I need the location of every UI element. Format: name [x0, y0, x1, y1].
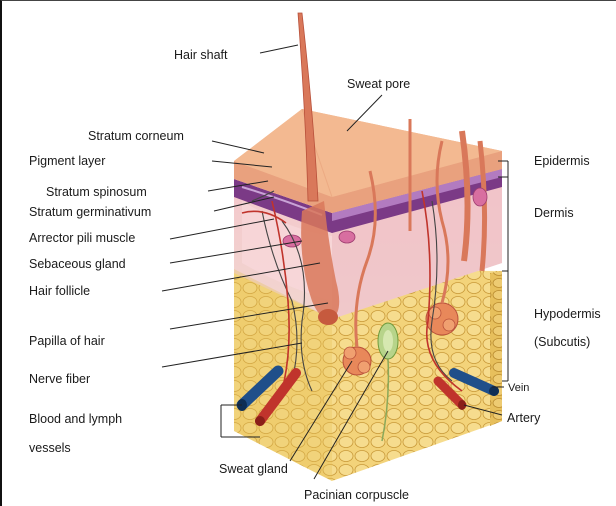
label-pacinian-corpuscle: Pacinian corpuscle — [304, 488, 409, 502]
label-dermis: Dermis — [534, 206, 574, 220]
label-sweat-pore: Sweat pore — [347, 77, 410, 91]
label-vein: Vein — [508, 381, 529, 395]
label-hair-shaft: Hair shaft — [174, 48, 228, 62]
label-arrector-pili-muscle: Arrector pili muscle — [29, 231, 135, 245]
label-papilla-of-hair: Papilla of hair — [29, 334, 105, 348]
label-stratum-germinativum: Stratum germinativum — [29, 205, 151, 219]
label-sweat-gland: Sweat gland — [219, 462, 288, 476]
label-nerve-fiber: Nerve fiber — [29, 372, 90, 386]
label-hypodermis: Hypodermis — [534, 307, 601, 321]
label-pigment-layer: Pigment layer — [29, 154, 105, 168]
label-hair-follicle: Hair follicle — [29, 284, 90, 298]
label-stratum-corneum: Stratum corneum — [88, 129, 184, 143]
label-blood-lymph-2: vessels — [29, 441, 71, 455]
label-artery: Artery — [507, 411, 540, 425]
label-subcutis: (Subcutis) — [534, 335, 590, 349]
label-epidermis: Epidermis — [534, 154, 590, 168]
label-blood-lymph-1: Blood and lymph — [29, 412, 122, 426]
label-sebaceous-gland: Sebaceous gland — [29, 257, 126, 271]
label-stratum-spinosum: Stratum spinosum — [46, 185, 147, 199]
